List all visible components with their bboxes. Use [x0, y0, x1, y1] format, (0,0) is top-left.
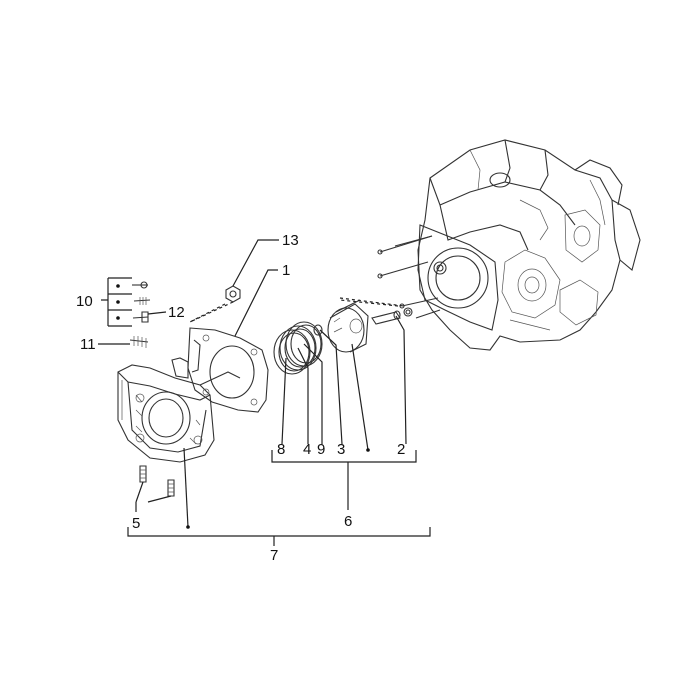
callout-8: 8 — [277, 441, 285, 458]
cylinder — [117, 357, 241, 463]
nut — [189, 285, 241, 323]
piston-pin — [339, 297, 413, 325]
callout-10: 10 — [76, 293, 93, 310]
piston — [327, 299, 369, 353]
callout-labels: 13 1 10 12 11 8 4 9 3 2 5 6 7 — [76, 232, 405, 564]
small-hardware — [129, 281, 151, 348]
callout-12: 12 — [168, 304, 185, 321]
callout-11: 11 — [80, 336, 96, 353]
callout-2: 2 — [397, 441, 405, 458]
callout-4: 4 — [303, 441, 311, 458]
callout-1: 1 — [282, 262, 290, 279]
leader-lines — [98, 239, 431, 546]
callout-13: 13 — [282, 232, 299, 249]
callout-6: 6 — [344, 513, 352, 530]
callout-5: 5 — [132, 515, 140, 532]
circlip — [313, 324, 323, 336]
engine-crankcase — [339, 139, 641, 351]
callout-7: 7 — [270, 547, 278, 564]
callout-3: 3 — [337, 441, 345, 458]
stud-bolts — [139, 465, 175, 497]
cylinder-gasket — [187, 303, 269, 413]
callout-9: 9 — [317, 441, 325, 458]
piston-rings — [273, 321, 323, 375]
